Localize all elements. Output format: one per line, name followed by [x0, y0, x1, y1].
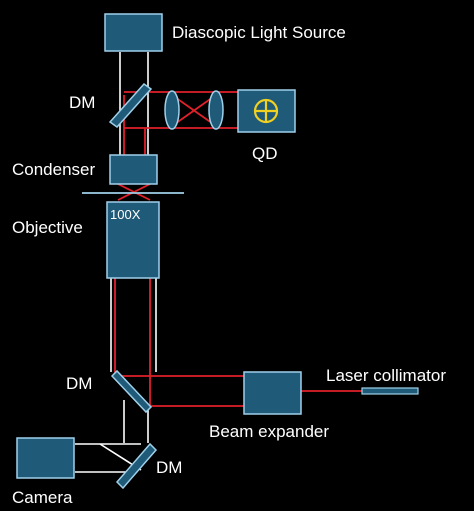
laser-collimator-label: Laser collimator [326, 366, 446, 385]
beam-expander-label: Beam expander [209, 422, 329, 441]
camera-label: Camera [12, 488, 73, 507]
dm-top-label: DM [69, 93, 95, 112]
dichroic-mirror-bottom [115, 442, 158, 490]
circle-plus-icon [253, 98, 279, 124]
objective-label: Objective [12, 218, 83, 237]
laser-collimator-box [361, 387, 419, 395]
light-source-label: Diascopic Light Source [172, 23, 346, 42]
dm-bottom-label: DM [156, 458, 182, 477]
objective-box [106, 201, 160, 279]
beam-expander-box [243, 371, 302, 415]
condenser-label: Condenser [12, 160, 96, 179]
dichroic-mirror-middle [110, 369, 153, 414]
lens-right [208, 90, 224, 130]
lens-left [164, 90, 180, 130]
white-light-path [75, 52, 157, 473]
qd-label: QD [252, 144, 278, 163]
camera-box [16, 437, 75, 479]
light-source-box [104, 13, 163, 52]
condenser-box [109, 154, 158, 185]
dm-middle-label: DM [66, 374, 92, 393]
objective-magnification: 100X [110, 207, 141, 222]
dichroic-mirror-top [108, 82, 153, 129]
